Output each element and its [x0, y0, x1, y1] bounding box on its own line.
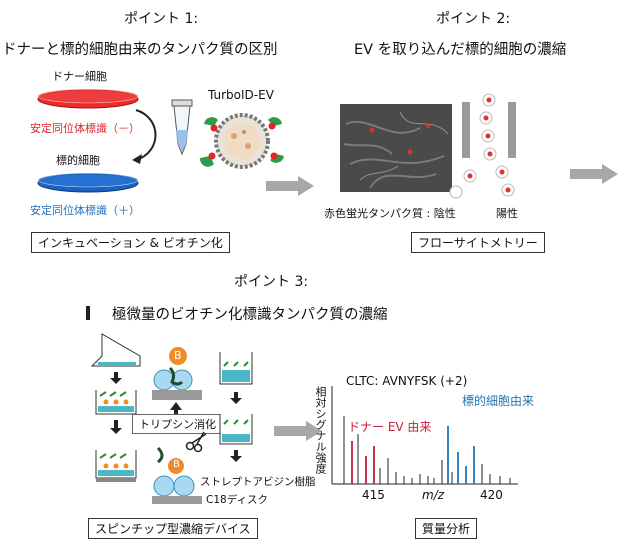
- streptavidin-label: ストレプトアビジン樹脂: [200, 476, 316, 488]
- point1-caption: インキュベーション & ビオチン化: [31, 232, 230, 253]
- donor-cell-label: ドナー細胞: [52, 70, 107, 83]
- flow-arrow-icon: [570, 164, 618, 184]
- tick-415: 415: [362, 488, 385, 502]
- biotin-b-label-2: B: [173, 459, 180, 470]
- turboid-ev-particle: [199, 113, 284, 169]
- point2-title: EV を取り込んだ標的細胞の濃縮: [354, 42, 567, 58]
- point1-title: ドナーと標的細胞由来のタンパク質の区別: [2, 42, 278, 58]
- target-dish: [37, 172, 139, 193]
- curved-arrow-icon: [132, 109, 157, 164]
- donor-ev-label: ドナー EV 由来: [348, 420, 432, 434]
- up-arrow-icon: [170, 402, 182, 414]
- spectrum-title: CLTC: AVNYFSK (+2): [346, 374, 468, 388]
- fluorescent-protein-label: 赤色蛍光タンパク質 : 陰性: [324, 207, 456, 220]
- streptavidin-bead-diagram: [152, 446, 202, 504]
- scissors-icon: [185, 431, 207, 453]
- spin-tip-device-right: [219, 352, 253, 462]
- point3-heading: ポイント 3:: [234, 274, 309, 290]
- target-isotope-label: 安定同位体標識（＋）: [30, 204, 140, 217]
- tube-icon: [171, 99, 193, 156]
- mass-spectrum-plot: [331, 386, 518, 485]
- c18-label: C18ディスク: [206, 494, 268, 506]
- point2-heading: ポイント 2:: [436, 11, 511, 27]
- target-cell-label: 標的細胞: [56, 154, 100, 167]
- turboid-ev-label: TurboID-EV: [208, 88, 274, 102]
- spectrum-ylabel: 相対シグナル強度: [312, 386, 328, 486]
- trypsin-label: トリプシン消化: [132, 414, 223, 434]
- spectrum-ylabel-text: 相対シグナル強度: [314, 386, 327, 474]
- point3-caption: スピンチップ型濃縮デバイス: [88, 518, 258, 539]
- flow-arrow-icon: [266, 176, 314, 196]
- vertical-bar-mark: [86, 306, 90, 320]
- tick-420: 420: [480, 488, 503, 502]
- xlabel-mz: m/z: [422, 488, 445, 502]
- point2-caption: フローサイトメトリー: [411, 232, 545, 253]
- positive-label: 陽性: [496, 207, 518, 220]
- microscopy-image: [340, 104, 452, 192]
- point1-heading: ポイント 1:: [124, 11, 199, 27]
- biotin-bead-diagram: [152, 347, 202, 400]
- spectrum-caption: 質量分析: [415, 518, 478, 539]
- flow-cytometry-diagram: [449, 93, 516, 199]
- biotin-b-label: B: [174, 349, 182, 362]
- target-cell-origin-label: 標的細胞由来: [462, 394, 535, 408]
- spin-tip-device: [90, 333, 141, 482]
- flow-arrow-icon: [274, 421, 322, 441]
- point3-title: 極微量のビオチン化標識タンパク質の濃縮: [112, 307, 388, 323]
- donor-isotope-label: 安定同位体標識（－）: [30, 122, 140, 135]
- donor-dish: [37, 88, 139, 109]
